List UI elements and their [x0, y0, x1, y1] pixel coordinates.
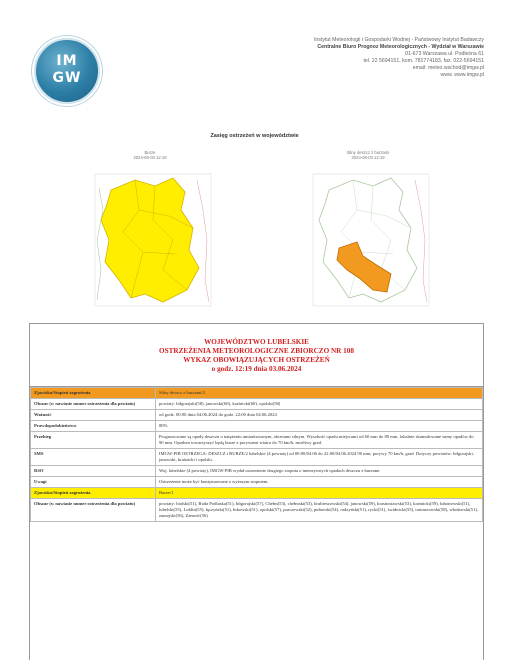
row-value: powiaty: biłgorajski(58), janowski(60), … — [155, 398, 483, 410]
header-www: www. www.imgw.pl — [440, 72, 484, 78]
map-label-storms: Burze 2024-06-03 12:19 — [95, 150, 205, 160]
row-value: 80% — [155, 420, 483, 432]
map-label-heavy-rain: Silny deszcz z burzami 2024-06-03 12:19 — [313, 150, 423, 160]
header-department: Centralne Biuro Prognoz Meteorologicznyc… — [317, 44, 484, 50]
warning-panel: WOJEWÓDZTWO LUBELSKIE OSTRZEŻENIA METEOR… — [29, 323, 484, 660]
row-value: Prognozowane są opady deszczu o natężeni… — [155, 431, 483, 449]
warning-region: WOJEWÓDZTWO LUBELSKIE — [204, 338, 309, 346]
map-title: Silny deszcz z burzami — [346, 150, 390, 155]
map-date: 2024-06-03 12:19 — [351, 155, 385, 160]
header-institute: Instytut Meteorologii i Gospodarki Wodne… — [313, 37, 484, 43]
row-value: Woj. lubelskie (4 powiaty), IMGW-PIB wyd… — [155, 465, 483, 477]
warning-timestamp: o godz. 12:19 dnia 03.06.2024 — [211, 365, 302, 373]
row-label: Ważność — [30, 409, 156, 421]
row-value: powiaty: bialski(51), Biała Podlaska(51)… — [155, 498, 483, 522]
warning-title-block: WOJEWÓDZTWO LUBELSKIE OSTRZEŻENIA METEOR… — [30, 324, 483, 387]
warning-number: OSTRZEŻENIA METEOROLOGICZNE ZBIORCZO NR … — [159, 347, 354, 355]
row-label: RSO — [30, 465, 156, 477]
map-title: Burze — [144, 150, 156, 155]
row-label: Prawdopodobieństwo — [30, 420, 156, 432]
imgw-logo: IM GW — [34, 38, 100, 104]
map-date: 2024-06-03 12:19 — [133, 155, 167, 160]
row-label: Zjawisko/Stopień zagrożenia — [30, 487, 156, 499]
row-value: Burze/1 — [155, 487, 483, 499]
row-label: Obszar (w nawiasie numer ostrzeżenia dla… — [30, 498, 156, 522]
voivodeship-shape — [100, 177, 200, 303]
row-label: Uwagi — [30, 476, 156, 488]
row-label: Zjawisko/Stopień zagrożenia — [30, 387, 156, 399]
warning-list-title: WYKAZ OBOWIĄZUJĄCYCH OSTRZEŻEŃ — [183, 356, 330, 364]
header-phone: tel. 22 5694151, kom. 781774183, fax. 02… — [363, 58, 484, 64]
row-value: od godz. 00:00 dnia 04.06.2024 do godz. … — [155, 409, 483, 421]
institution-header: Instytut Meteorologii i Gospodarki Wodne… — [314, 37, 484, 79]
row-value: Ostrzeżenie może być kontynuowane z wyżs… — [155, 476, 483, 488]
affected-area — [336, 241, 392, 293]
row-label: Przebieg — [30, 431, 156, 449]
header-email: email: meteo.wschod@imgw.pl — [412, 65, 484, 71]
map-storms — [94, 173, 212, 307]
row-value: Silny deszcz z burzami/2 — [155, 387, 483, 399]
logo-text-bottom: GW — [52, 70, 82, 86]
section-title: Zasięg ostrzeżeń w województwie — [210, 133, 299, 139]
logo-text-top: IM — [56, 53, 78, 69]
table-row: Obszar (w nawiasie numer ostrzeżenia dla… — [30, 498, 483, 522]
row-label: Obszar (w nawiasie numer ostrzeżenia dla… — [30, 398, 156, 410]
header-address: 01-673 Warszawa ul. Podleśna 61 — [405, 51, 484, 57]
table-row: Obszar (w nawiasie numer ostrzeżenia dla… — [30, 398, 483, 410]
row-value: IMGW-PIB OSTRZEGA: DESZCZ i BURZE/2 lube… — [155, 448, 483, 466]
map-heavy-rain — [312, 173, 430, 307]
row-label: SMS — [30, 448, 156, 466]
